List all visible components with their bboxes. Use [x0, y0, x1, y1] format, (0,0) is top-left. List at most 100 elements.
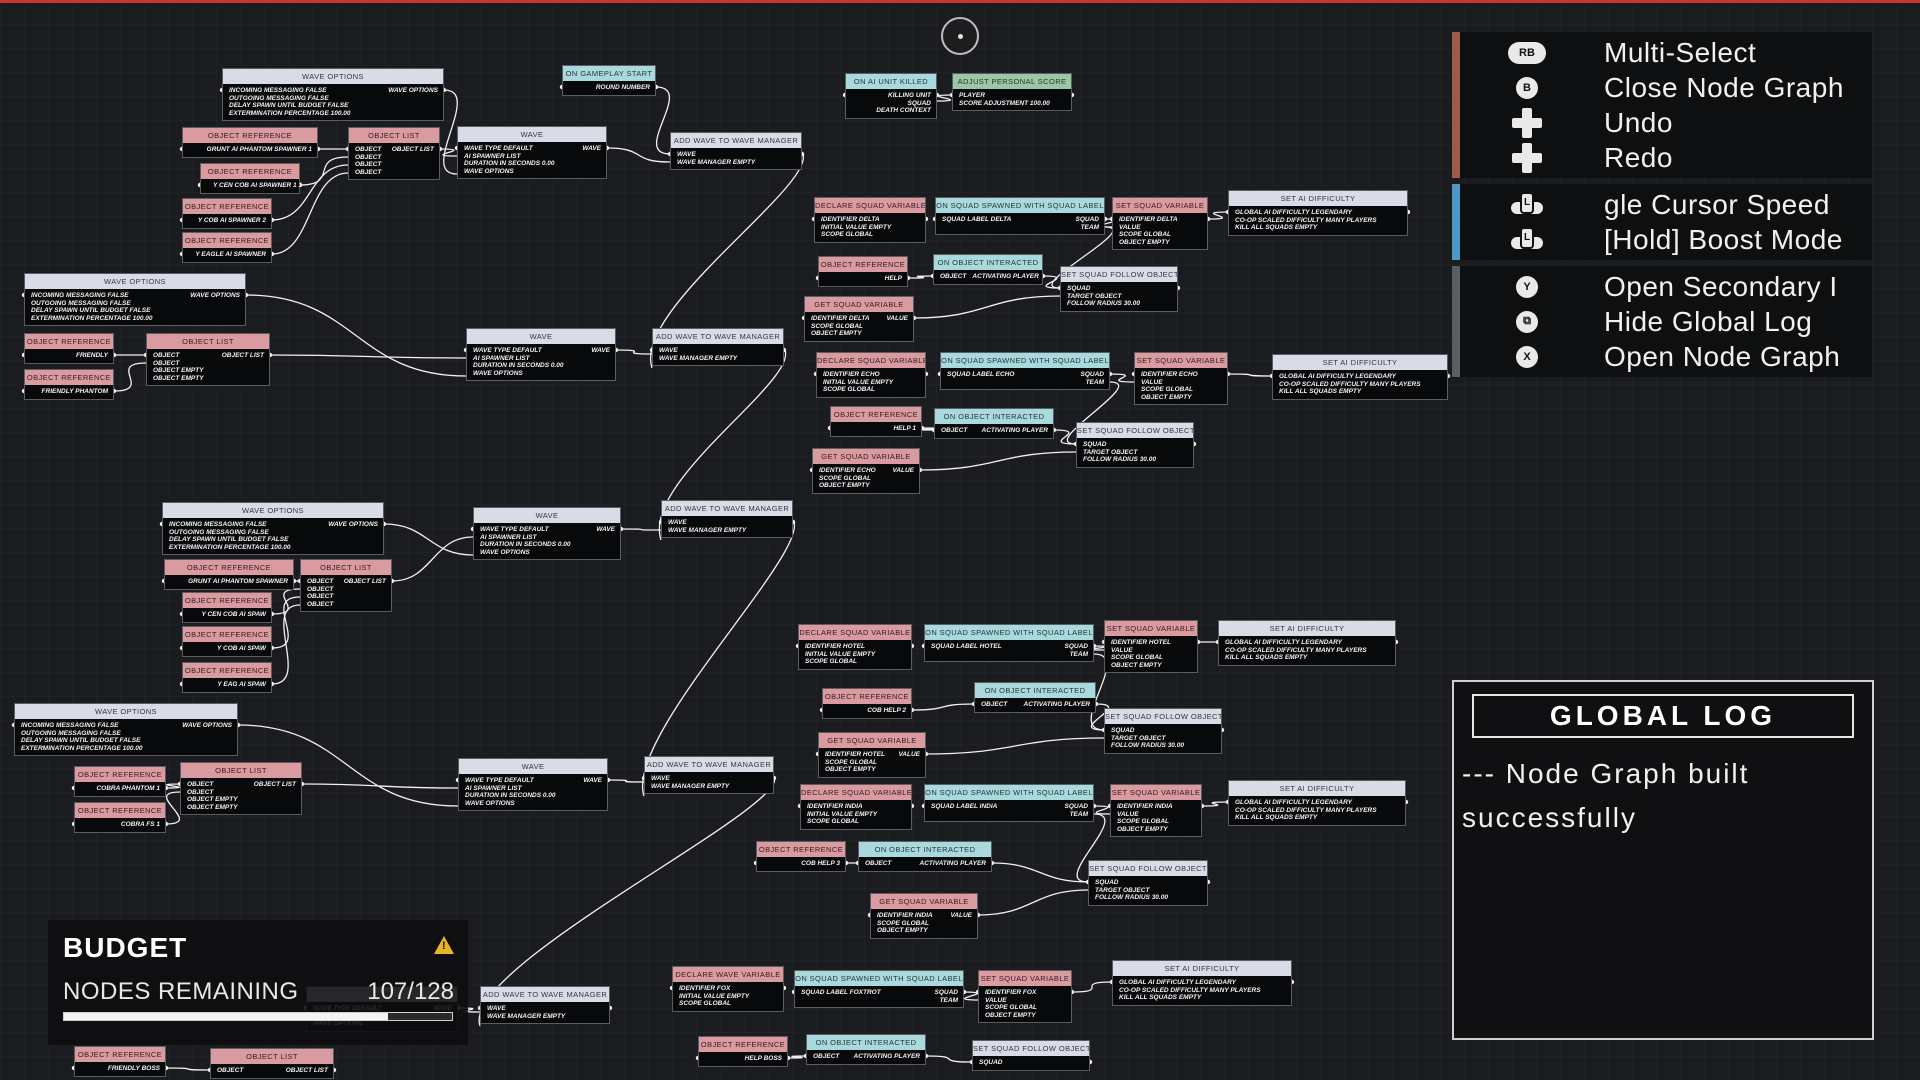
node-input-pin[interactable]: Scope Global	[877, 919, 930, 927]
node-output-pin[interactable]: Y Cob AI Spaw	[217, 645, 266, 652]
node-input-pin[interactable]: Squad Label Echo	[947, 371, 1015, 378]
node-input-pin[interactable]: Kill All Squads Empty	[1119, 994, 1202, 1001]
graph-node-object-reference[interactable]: Object ReferenceCob Help 2	[822, 688, 912, 719]
node-input-pin[interactable]: Identifier India	[807, 803, 863, 810]
node-input-pin[interactable]: Follow Radius 30.00	[1111, 742, 1184, 749]
node-input-pin[interactable]: Object	[307, 600, 334, 608]
graph-node-on-object-interacted[interactable]: On Object InteractedObjectActivating Pla…	[974, 682, 1096, 713]
node-output-pin[interactable]: Team	[939, 996, 958, 1004]
node-input-pin[interactable]: Duration in Seconds 0.00	[480, 541, 571, 548]
node-output-pin[interactable]: Object List	[253, 781, 296, 788]
node-input-pin[interactable]: Identifier Fox	[985, 989, 1037, 996]
node-output-pin[interactable]: Object List	[221, 352, 264, 359]
graph-node-set-ai-difficulty[interactable]: Set AI DifficultyGlobal AI Difficulty Le…	[1272, 354, 1448, 400]
node-input-pin[interactable]: Extermination Percentage 100.00	[31, 314, 153, 322]
node-output-pin[interactable]: Y Cen Cob AI Spawner 1 1	[213, 182, 303, 189]
node-input-pin[interactable]: Scope Global	[985, 1004, 1038, 1011]
node-input-pin[interactable]: Wave Type Default	[480, 526, 549, 533]
node-input-pin[interactable]: Initial Value Empty	[807, 810, 878, 818]
node-input-pin[interactable]: Co-Op Scaled Difficulty Many Players	[1235, 216, 1377, 224]
node-output-pin[interactable]: Cobra Phantom 1	[96, 785, 160, 792]
node-input-pin[interactable]: Kill All Squads Empty	[1235, 224, 1318, 231]
node-output-pin[interactable]: Value	[950, 912, 972, 919]
node-input-pin[interactable]: Object	[355, 168, 382, 176]
node-input-pin[interactable]: Squad Label India	[931, 803, 998, 810]
node-output-pin[interactable]: Grunt AI Phantom Spawner	[188, 578, 288, 585]
graph-node-wave-options[interactable]: Wave OptionsIncoming Messaging FalseOutg…	[14, 703, 238, 756]
node-input-pin[interactable]: Score Adjustment 100.00	[959, 99, 1050, 107]
node-input-pin[interactable]: Follow Radius 30.00	[1095, 894, 1168, 901]
node-input-pin[interactable]: Value	[1119, 223, 1141, 231]
node-output-pin[interactable]: Wave Options	[388, 87, 438, 94]
node-input-pin[interactable]: Object Empty	[877, 927, 928, 934]
node-input-pin[interactable]: Wave Options	[473, 369, 523, 377]
graph-node-get-squad-variable[interactable]: Get Squad VariableIdentifier DeltaScope …	[804, 296, 914, 342]
node-input-pin[interactable]: Initial Value Empty	[821, 223, 892, 231]
node-input-pin[interactable]: Object Empty	[187, 803, 238, 811]
node-input-pin[interactable]: Scope Global	[821, 231, 874, 238]
node-input-pin[interactable]: Object Empty	[985, 1011, 1036, 1019]
node-input-pin[interactable]: Scope Global	[1119, 231, 1172, 238]
graph-node-set-ai-difficulty[interactable]: Set AI DifficultyGlobal AI Difficulty Le…	[1112, 960, 1292, 1006]
graph-node-on-ai-unit-killed[interactable]: On AI Unit KilledKilling UnitSquadDeath …	[845, 73, 937, 119]
node-input-pin[interactable]: Wave Type Default	[473, 347, 542, 354]
node-input-pin[interactable]: Co-Op Scaled Difficulty Many Players	[1235, 806, 1377, 814]
graph-node-set-squad-variable[interactable]: Set Squad VariableIdentifier IndiaValueS…	[1110, 784, 1202, 837]
node-output-pin[interactable]: Activating Player	[972, 273, 1039, 280]
node-input-pin[interactable]: Identifier Hotel	[825, 751, 885, 758]
graph-node-wave[interactable]: WaveWave Type DefaultAI Spawner ListDura…	[457, 126, 607, 179]
node-input-pin[interactable]: Initial Value Empty	[679, 992, 750, 1000]
node-output-pin[interactable]: Wave	[582, 145, 601, 152]
node-input-pin[interactable]: Identifier India	[877, 912, 933, 919]
node-input-pin[interactable]: Incoming Messaging False	[31, 292, 129, 299]
node-output-pin[interactable]: Wave Options	[328, 521, 378, 528]
node-input-pin[interactable]: Object	[355, 153, 382, 161]
node-input-pin[interactable]: Wave Options	[464, 167, 514, 175]
graph-node-declare-squad-variable[interactable]: Declare Squad VariableIdentifier IndiaIn…	[800, 784, 912, 830]
node-input-pin[interactable]: Scope Global	[1141, 386, 1194, 393]
node-input-pin[interactable]: Wave Type Default	[464, 145, 533, 152]
node-input-pin[interactable]: AI Spawner List	[473, 354, 530, 362]
node-input-pin[interactable]: Squad	[1095, 879, 1119, 886]
node-input-pin[interactable]: Duration in Seconds 0.00	[464, 160, 555, 167]
graph-node-object-reference[interactable]: Object ReferenceCob Help 3	[756, 841, 846, 872]
node-input-pin[interactable]: Object	[940, 273, 967, 280]
node-input-pin[interactable]: Wave	[668, 519, 687, 526]
node-input-pin[interactable]: Object	[865, 860, 892, 867]
node-input-pin[interactable]: Object	[153, 352, 180, 359]
graph-node-object-reference[interactable]: Object ReferenceCobra Phantom 1	[74, 766, 166, 797]
node-output-pin[interactable]: Squad	[1064, 643, 1088, 650]
node-output-pin[interactable]: Object List	[391, 146, 434, 153]
graph-node-set-ai-difficulty[interactable]: Set AI DifficultyGlobal AI Difficulty Le…	[1228, 190, 1408, 236]
node-input-pin[interactable]: Co-Op Scaled Difficulty Many Players	[1279, 380, 1421, 388]
node-input-pin[interactable]: Object Empty	[811, 330, 862, 337]
node-input-pin[interactable]: Object	[187, 788, 214, 796]
node-input-pin[interactable]: Duration in Seconds 0.00	[473, 362, 564, 369]
node-input-pin[interactable]: Object	[355, 146, 382, 153]
graph-node-add-wave-to-wave-manager[interactable]: Add Wave to Wave ManagerWaveWave Manager…	[652, 328, 784, 366]
node-input-pin[interactable]: Identifier Delta	[821, 216, 880, 223]
node-output-pin[interactable]: Object List	[343, 578, 386, 585]
node-input-pin[interactable]: Object	[941, 427, 968, 434]
node-input-pin[interactable]: Object Empty	[153, 367, 204, 374]
graph-node-object-reference[interactable]: Object ReferenceHelp	[818, 256, 908, 287]
node-input-pin[interactable]: Object Empty	[187, 796, 238, 803]
node-input-pin[interactable]: Value	[1117, 810, 1139, 818]
graph-node-wave-options[interactable]: Wave OptionsIncoming Messaging FalseOutg…	[222, 68, 444, 121]
node-input-pin[interactable]: Object Empty	[1141, 393, 1192, 401]
node-input-pin[interactable]: Duration in Seconds 0.00	[465, 792, 556, 799]
node-input-pin[interactable]: Identifier Fox	[679, 985, 731, 992]
node-input-pin[interactable]: Delay Spawn Until Budget False	[229, 102, 349, 109]
node-input-pin[interactable]: Wave Type Default	[465, 777, 534, 784]
node-input-pin[interactable]: Outgoing Messaging False	[169, 528, 269, 536]
graph-node-on-object-interacted[interactable]: On Object InteractedObjectActivating Pla…	[933, 254, 1043, 285]
node-input-pin[interactable]: Identifier Hotel	[1111, 639, 1171, 646]
graph-node-on-squad-spawned-with-squad-label[interactable]: On Squad Spawned with Squad LabelSquad L…	[935, 197, 1105, 235]
graph-node-set-ai-difficulty[interactable]: Set AI DifficultyGlobal AI Difficulty Le…	[1228, 780, 1406, 826]
node-input-pin[interactable]: Object	[307, 585, 334, 593]
graph-node-add-wave-to-wave-manager[interactable]: Add Wave to Wave ManagerWaveWave Manager…	[480, 986, 610, 1024]
graph-node-on-squad-spawned-with-squad-label[interactable]: On Squad Spawned with Squad LabelSquad L…	[794, 970, 964, 1008]
node-input-pin[interactable]: Object	[355, 161, 382, 168]
node-input-pin[interactable]: Co-Op Scaled Difficulty Many Players	[1225, 646, 1367, 654]
